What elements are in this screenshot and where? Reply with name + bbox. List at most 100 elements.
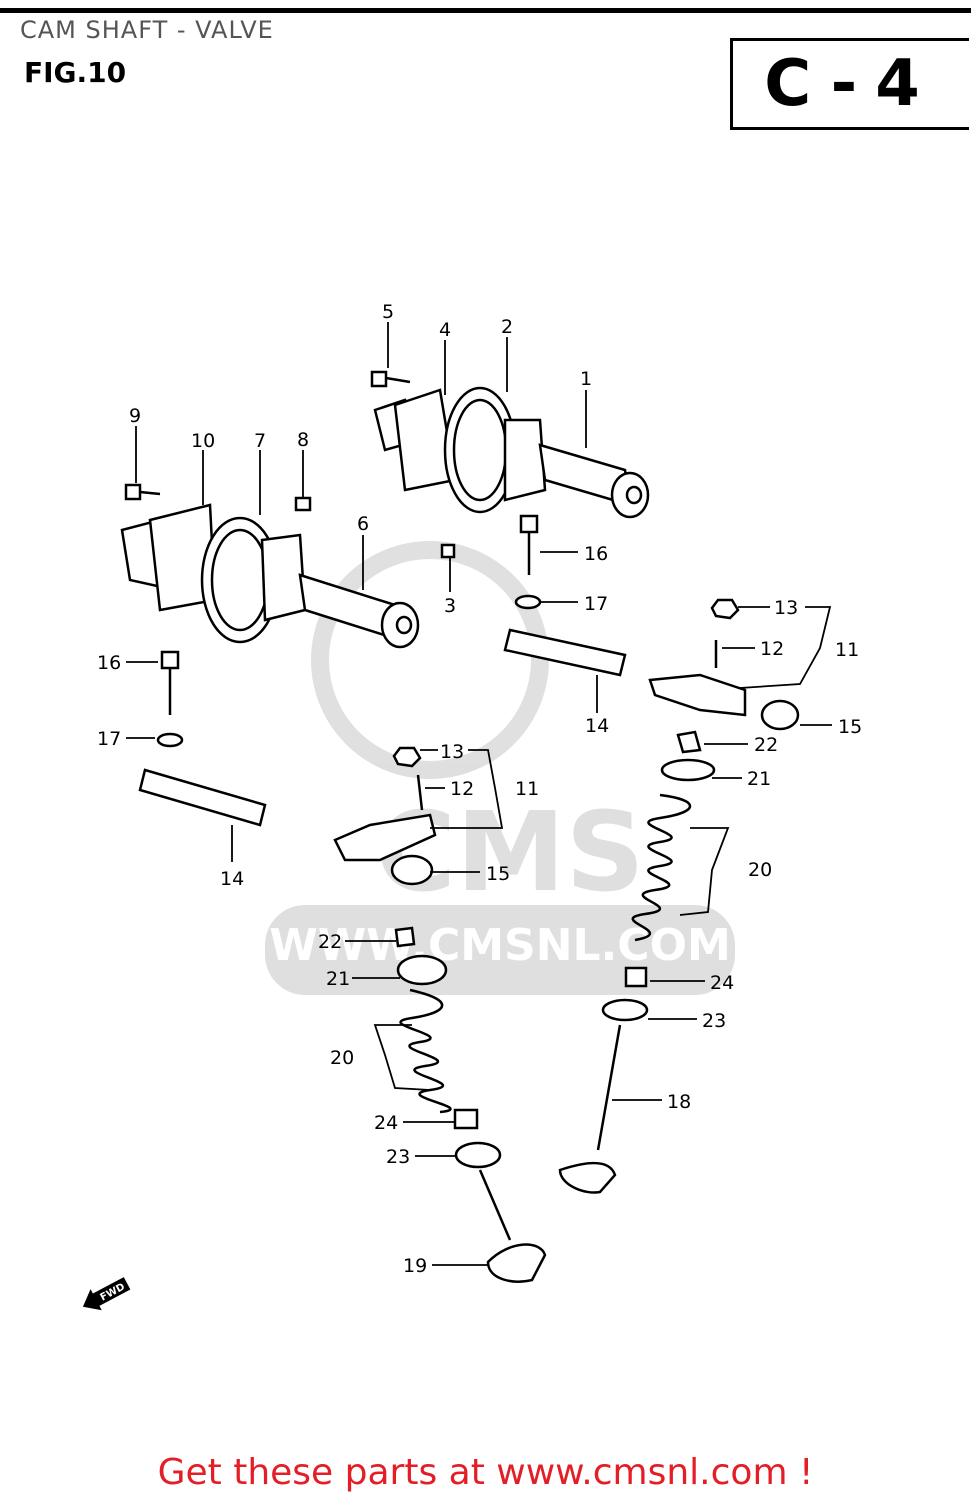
callout-5: 5 bbox=[382, 301, 394, 323]
spring-20-right bbox=[631, 793, 692, 942]
leader-11a bbox=[739, 606, 832, 689]
valve-head-19 bbox=[486, 1243, 547, 1283]
callout-23-right: 23 bbox=[702, 1010, 726, 1032]
callout-11-upper: 11 bbox=[835, 639, 859, 661]
callout-12-lower: 12 bbox=[450, 778, 474, 800]
rocker-hardware bbox=[138, 514, 627, 827]
sprocket-hub-lower bbox=[260, 533, 307, 622]
callout-14-lower: 14 bbox=[220, 868, 244, 890]
spring-20-left bbox=[399, 988, 452, 1114]
callout-1: 1 bbox=[580, 368, 592, 390]
bolt-16-lower bbox=[160, 650, 180, 670]
section-code: C-4 bbox=[764, 47, 938, 121]
callout-18: 18 bbox=[667, 1091, 691, 1113]
bolt-5 bbox=[370, 370, 388, 388]
watermark: WWW.CMSNL.COM CMS bbox=[265, 541, 735, 995]
seal-24-left bbox=[453, 1108, 479, 1130]
seat-23-right bbox=[601, 998, 649, 1022]
exhaust-camshaft bbox=[370, 370, 650, 519]
callout-12-upper: 12 bbox=[760, 638, 784, 660]
watermark-mascot bbox=[311, 541, 549, 779]
callout-17-upper: 17 bbox=[584, 593, 608, 615]
leader-11b bbox=[430, 749, 504, 829]
valve-assembly-right bbox=[558, 730, 716, 1194]
callout-7: 7 bbox=[254, 430, 266, 452]
rocker-arms bbox=[333, 598, 800, 886]
callout-23-left: 23 bbox=[386, 1146, 410, 1168]
leader-20a bbox=[679, 827, 730, 916]
fwd-arrow: FWD bbox=[82, 1277, 131, 1311]
callout-16-upper: 16 bbox=[584, 543, 608, 565]
top-rule bbox=[0, 8, 971, 13]
callout-22-left: 22 bbox=[318, 931, 342, 953]
fwd-arrow-shape bbox=[82, 1277, 131, 1311]
cotter-22-right bbox=[676, 730, 702, 754]
bolt-16-upper bbox=[519, 514, 539, 534]
section-code-box: C-4 bbox=[730, 38, 969, 130]
rocker-arm-11-lower bbox=[333, 813, 437, 862]
watermark-banner bbox=[265, 905, 735, 995]
valve-stem-18 bbox=[596, 1024, 622, 1151]
cam-sprocket-lower-inner bbox=[210, 528, 270, 632]
screw-12-lower bbox=[416, 774, 424, 811]
rocker-shaft-14-upper bbox=[503, 628, 627, 677]
callout-15-lower: 15 bbox=[486, 863, 510, 885]
callout-24-right: 24 bbox=[710, 972, 734, 994]
retainer-21-right bbox=[660, 758, 716, 782]
nut-13-upper bbox=[710, 598, 740, 620]
rocker-shaft-14-lower bbox=[138, 768, 267, 827]
bolt-9 bbox=[124, 483, 142, 501]
callout-13-lower: 13 bbox=[440, 741, 464, 763]
camshaft-bore-lower bbox=[395, 615, 413, 635]
callout-11-lower: 11 bbox=[515, 778, 539, 800]
watermark-logo: CMS bbox=[375, 788, 644, 916]
callout-6: 6 bbox=[357, 513, 369, 535]
callout-20-left: 20 bbox=[330, 1047, 354, 1069]
callout-22-right: 22 bbox=[754, 734, 778, 756]
page-title: CAM SHAFT - VALVE bbox=[20, 16, 274, 44]
bolt-5-shank bbox=[385, 376, 411, 384]
callout-9: 9 bbox=[129, 405, 141, 427]
callout-4: 4 bbox=[439, 319, 451, 341]
callout-15-upper: 15 bbox=[838, 716, 862, 738]
callout-10: 10 bbox=[191, 430, 215, 452]
valve-stem-19 bbox=[478, 1169, 512, 1241]
spring-15-lower bbox=[390, 854, 434, 886]
callout-13-upper: 13 bbox=[774, 597, 798, 619]
callout-16-lower: 16 bbox=[97, 652, 121, 674]
callout-21-right: 21 bbox=[747, 768, 771, 790]
cam-sprocket-inner bbox=[452, 398, 508, 502]
callout-20-right: 20 bbox=[748, 859, 772, 881]
valve-assembly-left bbox=[394, 926, 547, 1283]
camshaft-bore bbox=[625, 485, 643, 505]
spring-15-upper bbox=[760, 699, 800, 731]
callout-14-upper: 14 bbox=[585, 715, 609, 737]
sprocket-hub bbox=[503, 418, 547, 502]
footer-link[interactable]: Get these parts at www.cmsnl.com ! bbox=[157, 1452, 814, 1493]
cotter-22-left bbox=[394, 926, 416, 948]
leader-lines bbox=[126, 322, 832, 1266]
nut-13-lower bbox=[392, 746, 422, 768]
callout-24-left: 24 bbox=[374, 1112, 398, 1134]
valve-head-18 bbox=[558, 1161, 617, 1194]
washer-17-upper bbox=[514, 594, 542, 610]
callout-8: 8 bbox=[297, 429, 309, 451]
callout-labels: 5 4 2 1 9 10 7 8 6 3 16 17 14 13 12 11 1… bbox=[97, 301, 862, 1277]
pin-8 bbox=[294, 496, 312, 512]
retainer-21-left bbox=[396, 954, 448, 986]
leader-20b bbox=[373, 1024, 431, 1091]
watermark-url: WWW.CMSNL.COM bbox=[269, 920, 731, 971]
callout-3: 3 bbox=[444, 595, 456, 617]
bolt-9-shank bbox=[139, 490, 161, 496]
callout-2: 2 bbox=[501, 316, 513, 338]
callout-19: 19 bbox=[403, 1255, 427, 1277]
callout-21-left: 21 bbox=[326, 968, 350, 990]
pin-3 bbox=[440, 543, 456, 559]
intake-camshaft bbox=[120, 483, 456, 649]
seat-23-left bbox=[454, 1141, 502, 1169]
callout-17-lower: 17 bbox=[97, 728, 121, 750]
figure-number: FIG.10 bbox=[24, 56, 127, 89]
rocker-arm-11-upper bbox=[648, 673, 747, 717]
washer-17-lower bbox=[156, 732, 184, 748]
